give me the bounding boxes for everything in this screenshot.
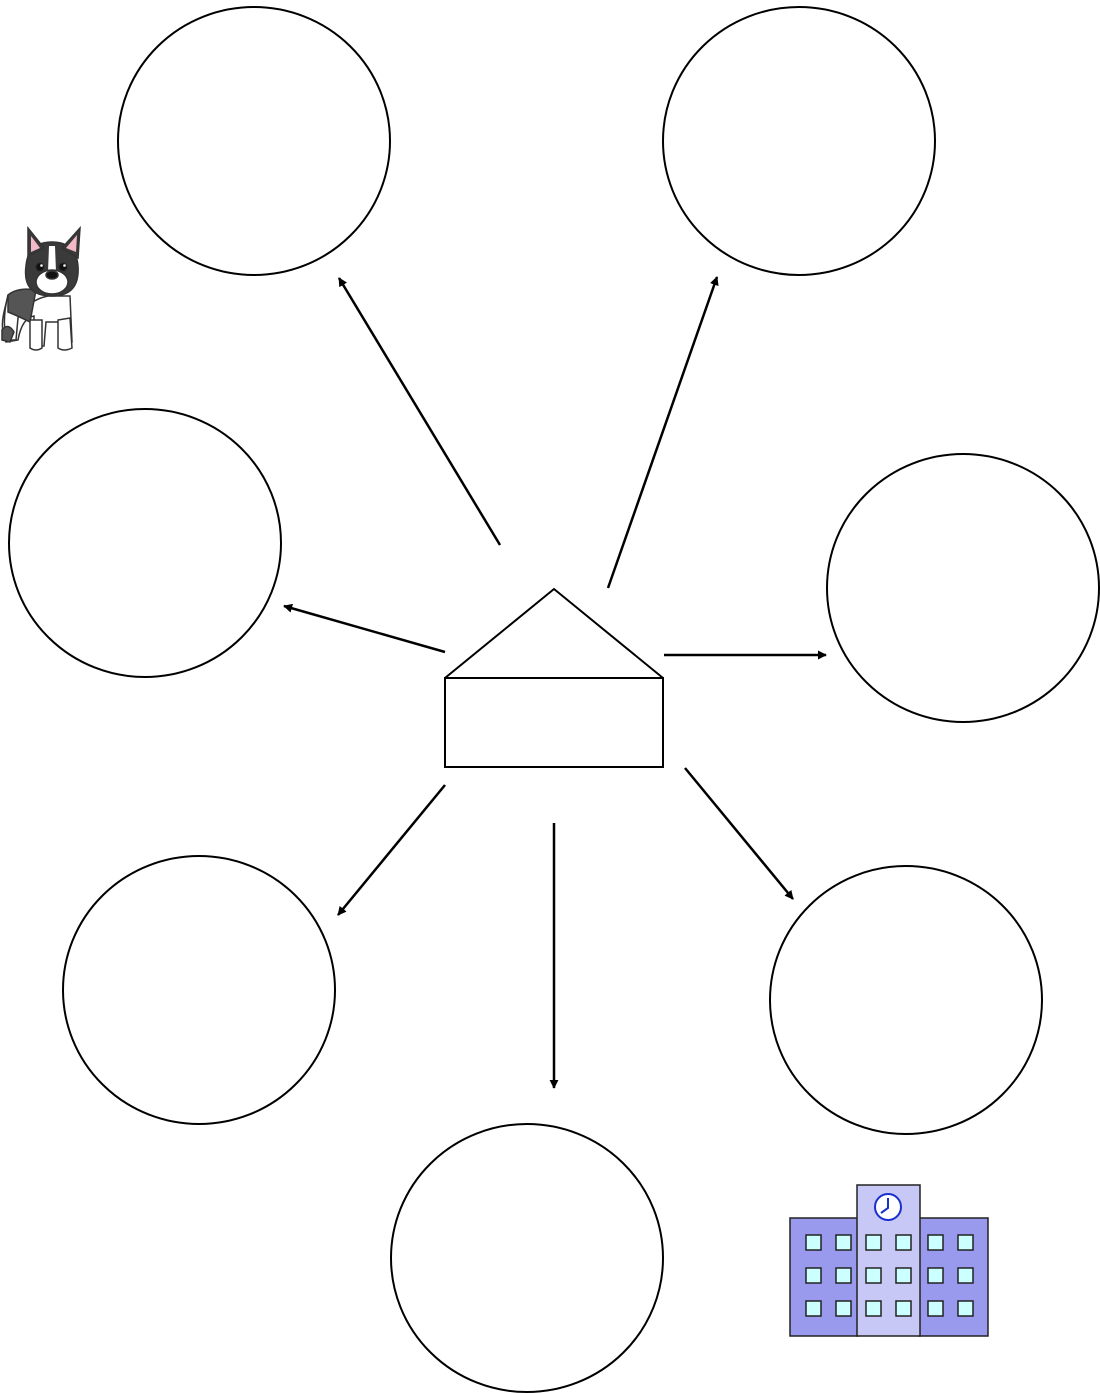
french-bulldog-icon [1,225,81,351]
school-window [895,1267,912,1284]
bubble-middle-left [8,408,282,678]
house-shape [444,587,664,768]
school-window [805,1234,822,1251]
school-window [835,1300,852,1317]
bubble-top-left [117,6,391,276]
arrow-to-top-right [606,276,719,589]
school-window [895,1234,912,1251]
arrow-to-middle-left [283,603,446,654]
school-window [835,1234,852,1251]
bubble-bottom-right [769,865,1043,1135]
school-windows [805,1234,974,1317]
school-window [865,1234,882,1251]
bubble-bottom-left [62,855,336,1125]
school-window [805,1267,822,1284]
school-window [957,1234,974,1251]
school-window [927,1267,944,1284]
school-building-icon [789,1184,989,1337]
school-window [957,1300,974,1317]
bubble-middle-right [826,453,1100,723]
arrow-to-bottom-left [337,784,446,916]
school-window [835,1267,852,1284]
school-window [895,1300,912,1317]
school-window [865,1267,882,1284]
house-body [444,677,664,768]
arrow-to-top-left [337,277,502,546]
school-window [865,1300,882,1317]
house-roof [444,587,664,679]
school-window [927,1300,944,1317]
arrow-to-bottom-right [684,767,794,900]
school-window [805,1300,822,1317]
bubble-bottom-center [390,1123,664,1393]
bubble-top-right [662,6,936,276]
school-window [927,1234,944,1251]
school-window [957,1267,974,1284]
